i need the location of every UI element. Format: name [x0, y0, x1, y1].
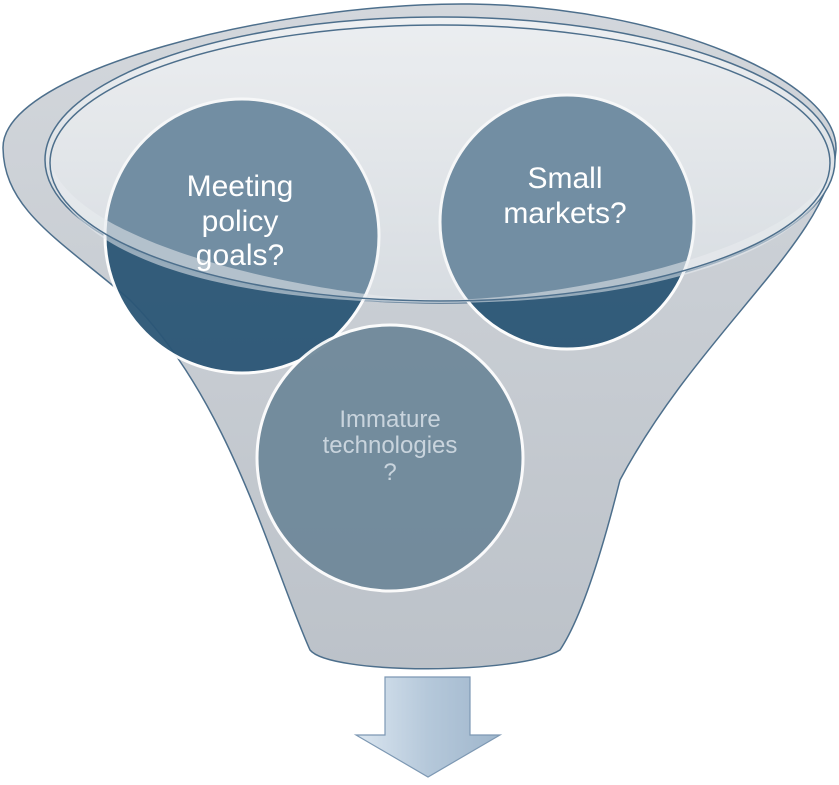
output-arrow-down [353, 676, 503, 778]
label-small-markets: Small markets? [503, 162, 627, 230]
label-meeting-policy-goals: Meeting policy goals? [186, 170, 294, 272]
label-immature-technologies: Immature technologies ? [322, 406, 458, 486]
funnel-rim-inner-outline [49, 24, 831, 302]
circle-group [103, 93, 696, 593]
circle-immature-technologies [255, 323, 525, 593]
